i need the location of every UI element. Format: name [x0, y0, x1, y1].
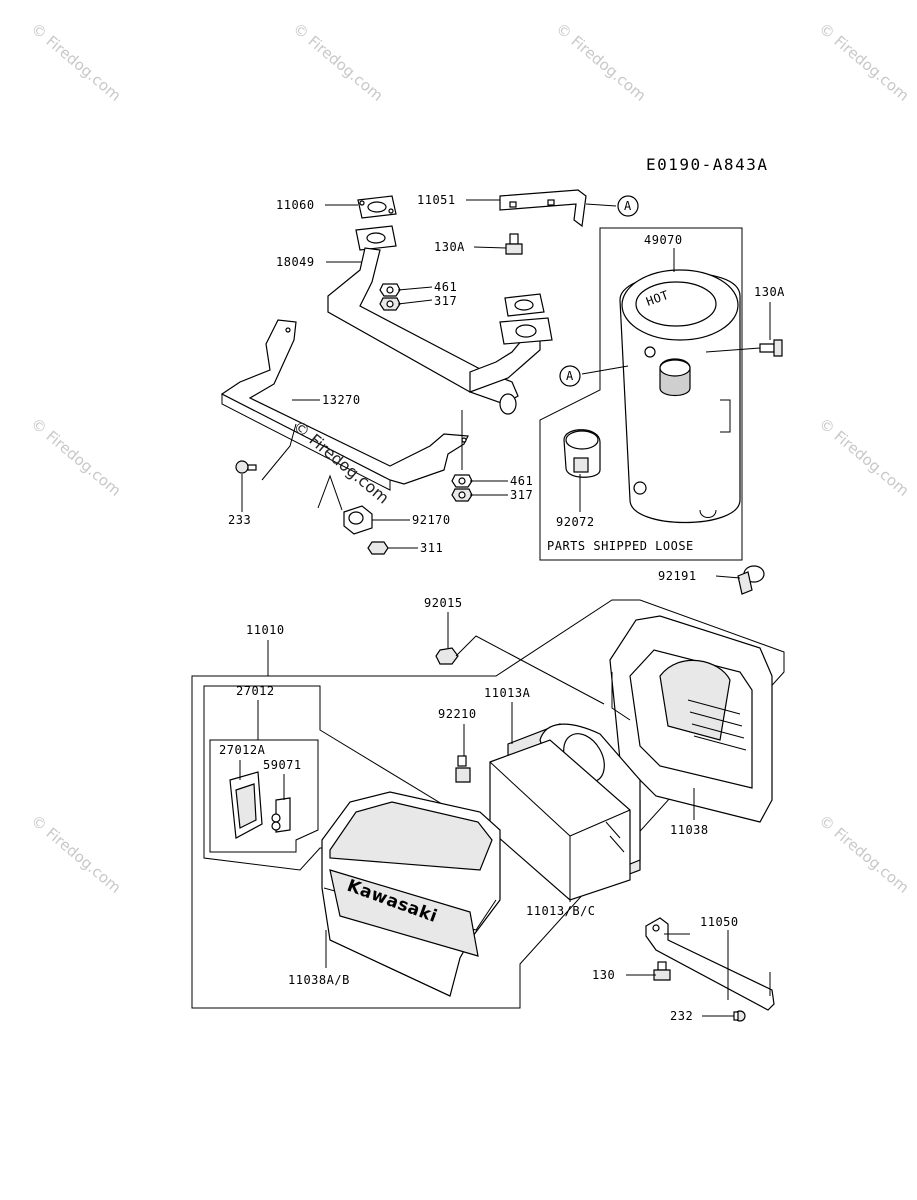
- callout-labels: 11060 11051 130A 18049 461 317 49070 130…: [219, 193, 785, 1023]
- bolt-92191: [737, 565, 765, 595]
- watermarks: © Firedog.com © Firedog.com © Firedog.co…: [27, 19, 912, 896]
- callout-11013A: 11013A: [484, 686, 531, 700]
- exhaust-pipe-18049: [327, 225, 553, 415]
- callout-92210: 92210: [438, 707, 477, 721]
- screw-232: [733, 1010, 746, 1022]
- clamp-92072: [563, 429, 601, 478]
- watermark: © Firedog.com: [27, 811, 124, 896]
- parts-shipped-loose-note: PARTS SHIPPED LOOSE: [547, 539, 694, 553]
- callout-317-upper: 317: [434, 294, 457, 308]
- cover-11038AB: Kawasaki: [321, 791, 501, 997]
- muffler-49070: HOT: [619, 269, 741, 524]
- box-27012A: [209, 739, 319, 853]
- ref-marker-a-mid-label: A: [566, 369, 574, 383]
- watermark: © Firedog.com: [815, 19, 912, 104]
- watermark: © Firedog.com: [27, 414, 124, 499]
- callout-92015: 92015: [424, 596, 463, 610]
- callout-27012: 27012: [236, 684, 275, 698]
- bolt-233: [235, 460, 257, 474]
- callout-11060: 11060: [276, 198, 315, 212]
- callout-11050: 11050: [700, 915, 739, 929]
- callout-311: 311: [420, 541, 443, 555]
- watermark: © Firedog.com: [289, 19, 386, 104]
- callout-232: 232: [670, 1009, 693, 1023]
- callout-92170: 92170: [412, 513, 451, 527]
- callout-130A-right: 130A: [754, 285, 785, 299]
- bracket-11051: [499, 189, 587, 228]
- callout-233: 233: [228, 513, 251, 527]
- callout-11051: 11051: [417, 193, 456, 207]
- callout-11010: 11010: [246, 623, 285, 637]
- callout-11013BC: 11013/B/C: [526, 904, 596, 918]
- callout-92191: 92191: [658, 569, 697, 583]
- exhaust-leaders: [241, 199, 771, 549]
- bolt-130: [653, 961, 671, 981]
- callout-27012A: 27012A: [219, 743, 266, 757]
- callout-59071: 59071: [263, 758, 302, 772]
- watermark: © Firedog.com: [815, 811, 912, 896]
- callout-92072: 92072: [556, 515, 595, 529]
- clamp-92170: [343, 505, 373, 535]
- ref-marker-a-mid: A: [559, 365, 581, 387]
- air-cleaner-leaders: [239, 575, 741, 1017]
- nut-461-lower: [451, 474, 473, 488]
- callout-461-lower: 461: [510, 474, 533, 488]
- bolt-130A-right: [759, 339, 783, 357]
- callout-49070: 49070: [644, 233, 683, 247]
- air-cleaner-base-11038: [609, 615, 773, 823]
- nut-92015: [435, 647, 459, 665]
- callout-11038: 11038: [670, 823, 709, 837]
- ref-marker-a-top: A: [617, 195, 639, 217]
- nut-461-upper: [379, 283, 401, 297]
- callout-11038AB: 11038A/B: [288, 973, 350, 987]
- diagram-code: E0190-A843A: [646, 155, 768, 174]
- callout-13270: 13270: [322, 393, 361, 407]
- bolt-130A-top: [505, 233, 523, 255]
- pin-59071: [271, 797, 291, 833]
- watermark: © Firedog.com: [552, 19, 649, 104]
- callout-18049: 18049: [276, 255, 315, 269]
- watermark: © Firedog.com: [815, 414, 912, 499]
- callout-317-lower: 317: [510, 488, 533, 502]
- callout-461-upper: 461: [434, 280, 457, 294]
- gasket-11060: [357, 195, 397, 219]
- element-11013BC: [489, 723, 641, 901]
- nut-317-lower: [451, 488, 473, 502]
- nut-311: [367, 541, 389, 555]
- ref-marker-a-top-label: A: [624, 199, 632, 213]
- callout-130: 130: [592, 968, 615, 982]
- clip-27012A: [229, 771, 263, 839]
- callout-130A-top: 130A: [434, 240, 465, 254]
- parts-shipped-loose-box: [539, 227, 743, 561]
- nut-317-upper: [379, 297, 401, 311]
- bolt-92210: [455, 755, 471, 783]
- air-cleaner-assembly-frame: [191, 599, 785, 1009]
- bracket-11050: [645, 917, 775, 1011]
- watermark: © Firedog.com: [27, 19, 124, 104]
